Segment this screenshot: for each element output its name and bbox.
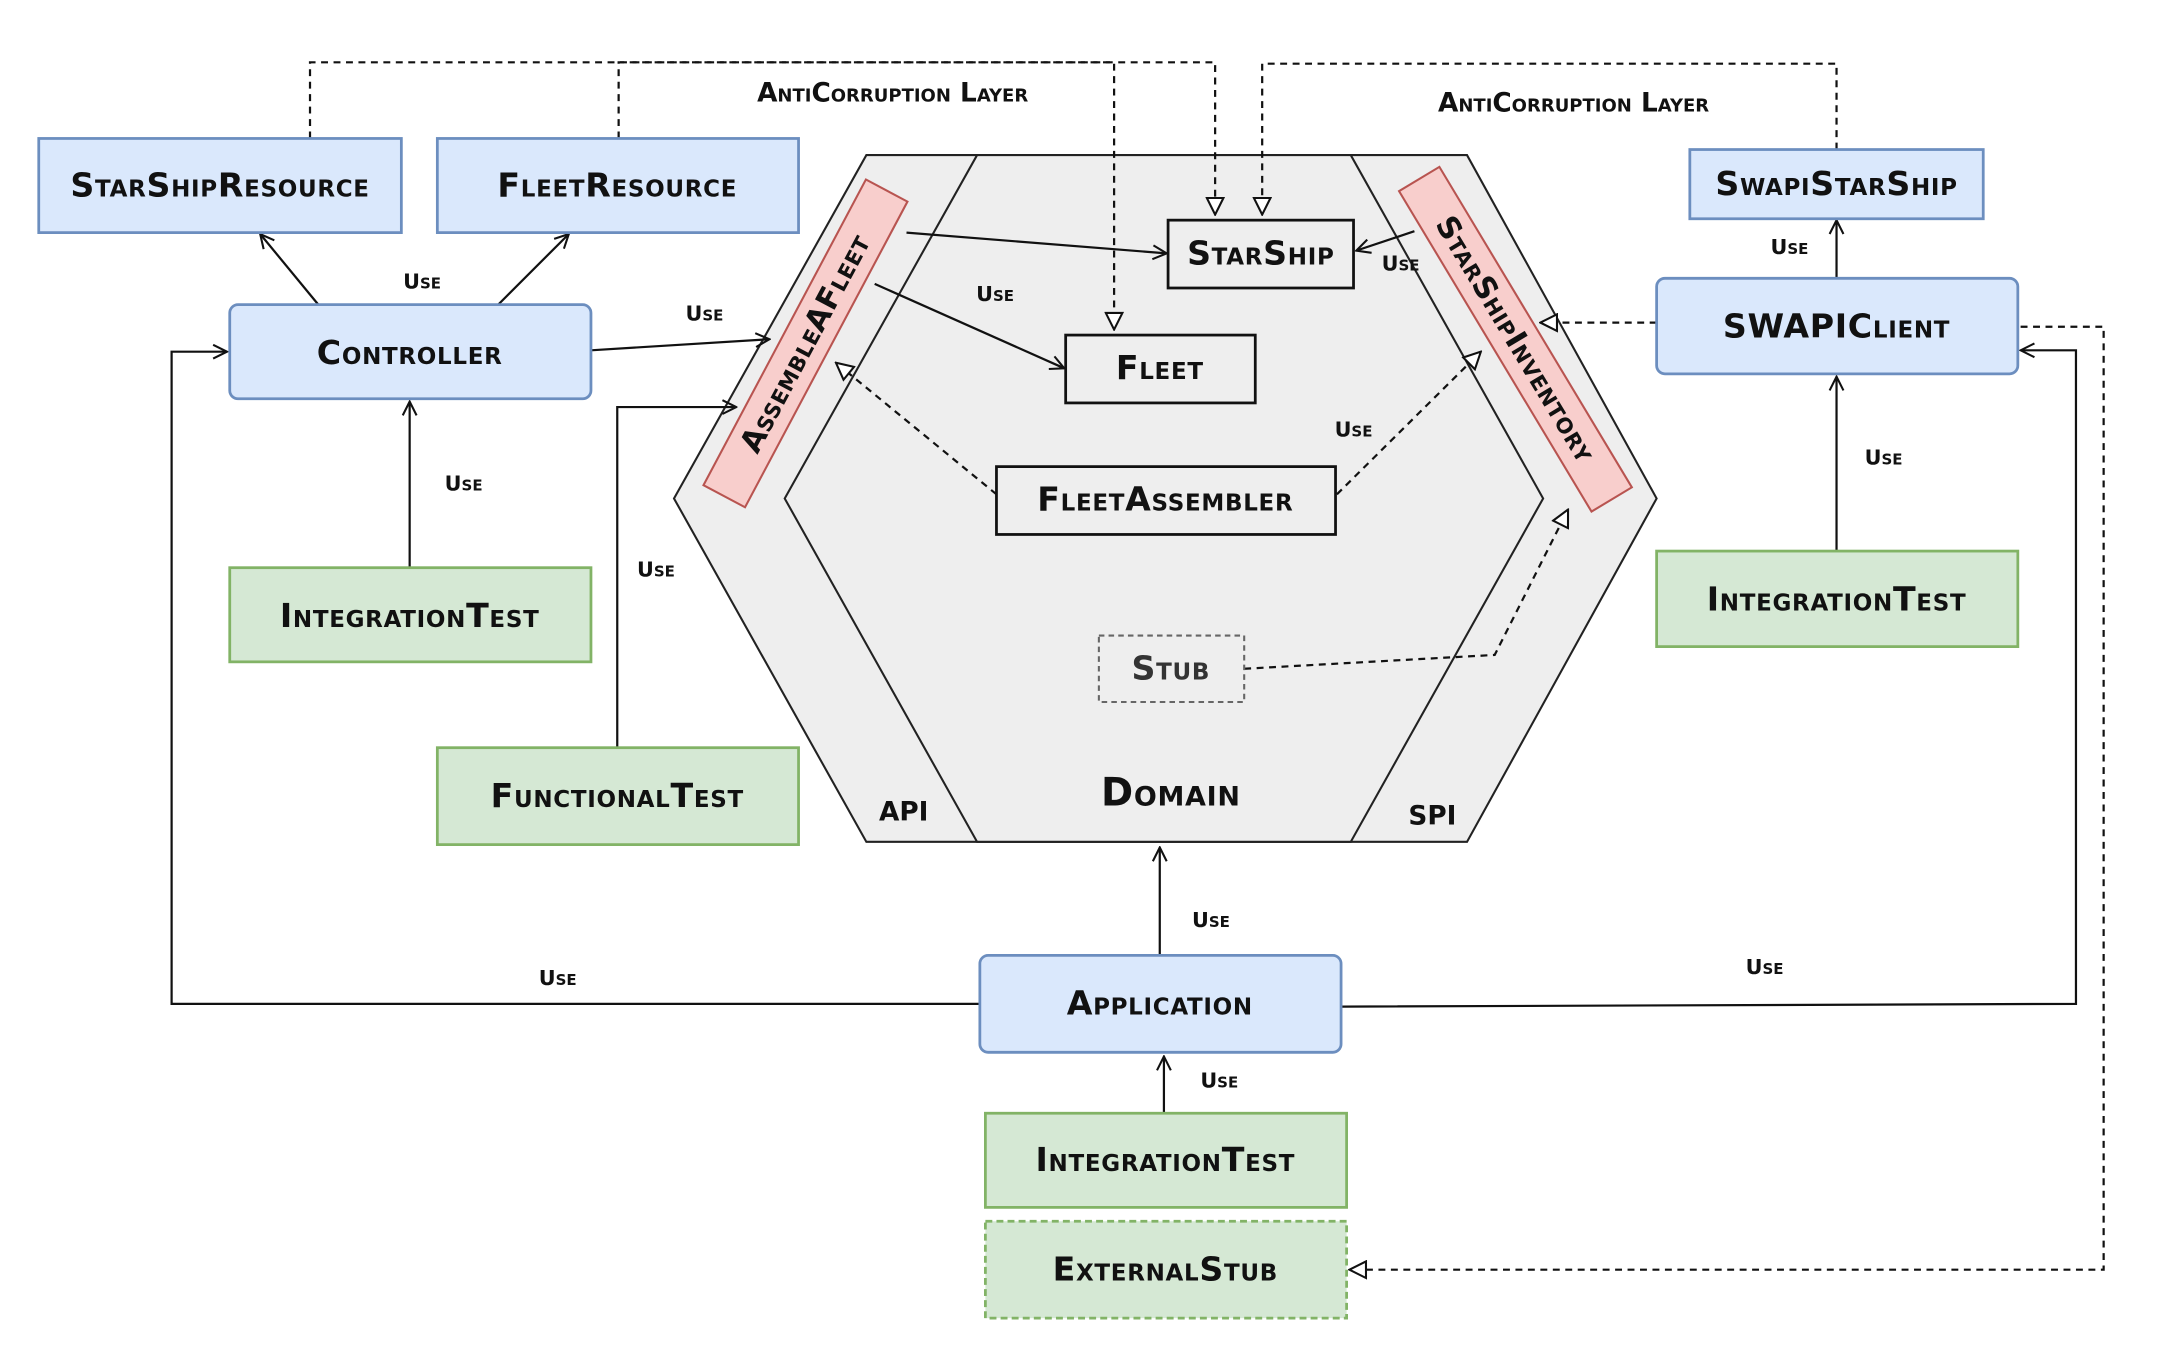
box-swapi-starship[interactable]: SwapiStarShip (1688, 148, 1985, 221)
use-label: Use (1200, 1068, 1238, 1092)
box-fleet-resource-label: FleetResource (497, 165, 737, 204)
box-starship-resource[interactable]: StarShipResource (37, 137, 403, 234)
domain-label: Domain (1101, 770, 1241, 815)
use-label: Use (637, 557, 675, 581)
box-controller[interactable]: Controller (228, 303, 593, 401)
box-fleet-label: Fleet (1116, 348, 1204, 387)
anticorruption-layer-label-right: AntiCorruption Layer (1438, 88, 1709, 118)
use-label: Use (1746, 955, 1784, 979)
hexagon-domain (783, 154, 1545, 843)
use-label: Use (445, 472, 483, 496)
box-starship-label: StarShip (1187, 233, 1334, 272)
edges (170, 220, 2078, 1114)
api-label: API (879, 797, 928, 827)
box-swapi-client-label: SWAPIClient (1723, 307, 1950, 346)
spi-label: SPI (1408, 801, 1456, 831)
use-label: Use (1335, 418, 1373, 442)
use-label: Use (685, 301, 723, 325)
use-label: Use (1192, 908, 1230, 932)
box-fleet[interactable]: Fleet (1064, 333, 1257, 405)
box-functional-test[interactable]: FunctionalTest (435, 746, 800, 846)
box-application[interactable]: Application (978, 954, 1343, 1054)
dashed-edges (836, 323, 2105, 1270)
box-integration-test-right-label: IntegrationTest (1707, 579, 1967, 618)
box-controller-label: Controller (317, 333, 503, 372)
box-starship-resource-label: StarShipResource (70, 165, 369, 204)
anticorruption-links (308, 61, 1838, 329)
box-stub-label: Stub (1132, 649, 1211, 688)
use-label: Use (1382, 251, 1420, 275)
edge-labels: Use Use Use Use Use Use Use Use Use Use … (403, 235, 1902, 1093)
box-fleet-assembler[interactable]: FleetAssembler (995, 465, 1337, 536)
anticorruption-layer-label-left: AntiCorruption Layer (757, 79, 1028, 109)
box-starship[interactable]: StarShip (1166, 218, 1355, 290)
box-integration-test-left[interactable]: IntegrationTest (228, 566, 593, 664)
use-label: Use (976, 282, 1014, 306)
box-swapi-client[interactable]: SWAPIClient (1655, 276, 2020, 376)
box-external-stub[interactable]: ExternalStub (984, 1219, 1348, 1320)
use-label: Use (1771, 235, 1809, 259)
box-stub[interactable]: Stub (1097, 634, 1246, 704)
box-integration-test-right[interactable]: IntegrationTest (1655, 549, 2020, 648)
box-integration-test-bottom-label: IntegrationTest (1036, 1140, 1296, 1179)
box-application-label: Application (1067, 984, 1253, 1023)
box-functional-test-label: FunctionalTest (491, 776, 744, 815)
box-external-stub-label: ExternalStub (1053, 1250, 1278, 1289)
box-integration-test-left-label: IntegrationTest (280, 596, 540, 635)
box-integration-test-bottom[interactable]: IntegrationTest (984, 1111, 1348, 1209)
use-label: Use (1865, 445, 1903, 469)
box-fleet-assembler-label: FleetAssembler (1037, 480, 1293, 519)
use-label: Use (403, 269, 441, 293)
box-fleet-resource[interactable]: FleetResource (435, 137, 800, 234)
use-label: Use (539, 966, 577, 990)
box-swapi-starship-label: SwapiStarShip (1715, 164, 1957, 203)
